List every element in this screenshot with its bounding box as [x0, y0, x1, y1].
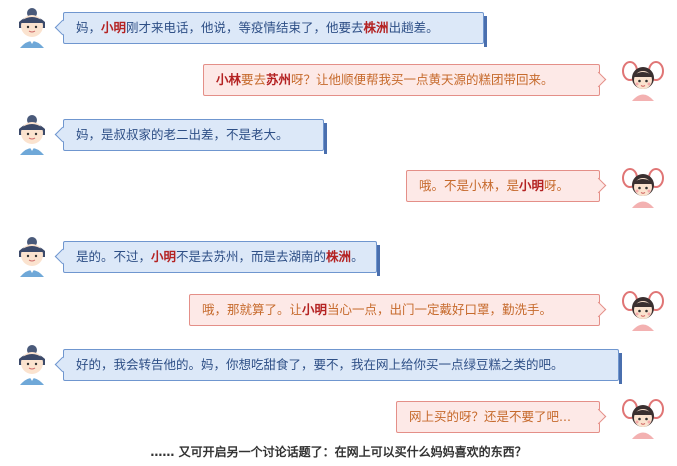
chat-bubble-mother: 网上买的呀？还是不要了吧...: [396, 401, 600, 433]
name-highlight: 小明: [519, 178, 545, 193]
chat-bubble-mother: 哦。不是小林，是小明呀。: [406, 170, 600, 202]
mother-avatar-icon: [622, 291, 664, 331]
name-highlight: 小明: [151, 249, 177, 264]
chat-bubble-mother: 哦，那就算了。让小明当心一点，出门一定戴好口罩，勤洗手。: [189, 294, 600, 326]
message-text: 是的。不过，: [76, 249, 152, 264]
message-text: 当心一点，出门一定戴好口罩，勤洗手。: [327, 302, 553, 317]
mother-avatar-icon: [622, 61, 664, 101]
mother-avatar-icon: [622, 399, 664, 439]
son-avatar-icon: [19, 8, 45, 48]
message-text: 出趟差。: [388, 20, 439, 35]
place-highlight: 株洲: [363, 20, 389, 35]
message-text: 妈，是叔叔家的老二出差，不是老大。: [76, 127, 289, 142]
message-text: 要去: [241, 72, 267, 87]
name-highlight: 小林: [216, 72, 242, 87]
message-text: 妈，: [76, 20, 102, 35]
message-text: 呀？让他顺便帮我买一点黄天源的糕团带回来。: [291, 72, 554, 87]
mother-avatar-icon: [622, 168, 664, 208]
chat-bubble-son: 妈，小明刚才来电话，他说，等疫情结束了，他要去株洲出趟差。: [63, 12, 487, 47]
chat-bubble-son: 好的，我会转告他的。妈，你想吃甜食了，要不，我在网上给你买一点绿豆糕之类的吧。: [63, 349, 622, 384]
place-highlight: 株洲: [326, 249, 352, 264]
chat-bubble-son: 是的。不过，小明不是去苏州，而是去湖南的株洲。: [63, 241, 380, 276]
message-text: 刚才来电话，他说，等疫情结束了，他要去: [126, 20, 364, 35]
message-text: 哦，那就算了。让: [202, 302, 303, 317]
son-avatar-icon: [19, 345, 45, 385]
chat-bubble-mother: 小林要去苏州呀？让他顺便帮我买一点黄天源的糕团带回来。: [203, 64, 600, 96]
chat-bubble-son: 妈，是叔叔家的老二出差，不是老大。: [63, 119, 327, 154]
message-text: 。: [351, 249, 364, 264]
message-text: 哦。不是小林，是: [419, 178, 520, 193]
message-text: 好的，我会转告他的。妈，你想吃甜食了，要不，我在网上给你买一点绿豆糕之类的吧。: [76, 357, 564, 372]
son-avatar-icon: [19, 237, 45, 277]
message-text: 网上买的呀？还是不要了吧...: [409, 409, 571, 424]
place-highlight: 苏州: [266, 72, 292, 87]
message-text: 不是去苏州，而是去湖南的: [176, 249, 327, 264]
name-highlight: 小明: [302, 302, 328, 317]
message-text: 呀。: [544, 178, 570, 193]
son-avatar-icon: [19, 115, 45, 155]
name-highlight: 小明: [101, 20, 127, 35]
discussion-caption: …… 又可开启另一个讨论话题了：在网上可以买什么妈妈喜欢的东西？: [150, 445, 527, 459]
